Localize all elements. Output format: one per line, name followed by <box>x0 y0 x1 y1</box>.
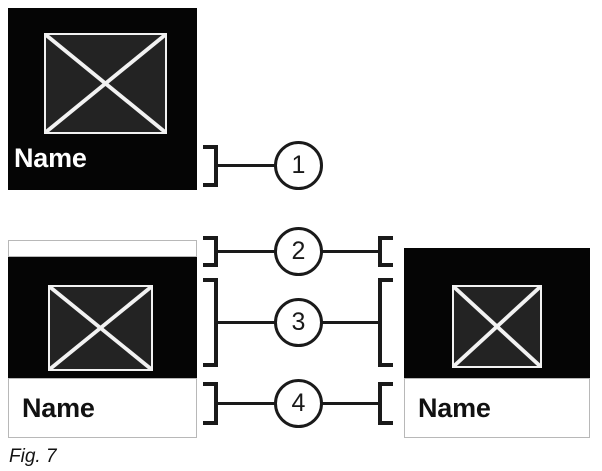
leader-line-left-callout-4 <box>216 402 276 405</box>
tile-bottom-left-namebar[interactable]: Name <box>8 378 197 438</box>
callout-2[interactable]: 2 <box>274 227 323 276</box>
leader-line-right-callout-2 <box>321 250 379 253</box>
figure-caption: Fig. 7 <box>9 446 57 467</box>
callout-1[interactable]: 1 <box>274 141 323 190</box>
tile-top-left-name: Name <box>14 143 87 173</box>
crossed-box-placeholder-icon <box>452 285 542 368</box>
callout-1-label: 1 <box>291 151 306 179</box>
bracket-right-callout-2 <box>378 236 393 267</box>
tile-bottom-right-namebar[interactable]: Name <box>404 378 590 438</box>
tile-bottom-right-name: Name <box>418 392 491 423</box>
leader-line-callout-1 <box>216 164 276 167</box>
leader-line-left-callout-3 <box>216 321 276 324</box>
bracket-right-callout-4 <box>378 382 393 425</box>
crossed-box-placeholder-icon <box>48 285 153 371</box>
tile-bottom-left-name: Name <box>22 392 95 423</box>
callout-3[interactable]: 3 <box>274 298 323 347</box>
callout-2-label: 2 <box>291 237 306 265</box>
bracket-right-callout-3 <box>378 278 393 367</box>
crossed-box-placeholder-icon <box>44 33 167 134</box>
leader-line-left-callout-2 <box>216 250 276 253</box>
leader-line-right-callout-4 <box>321 402 379 405</box>
tile-bottom-left-title-strip[interactable] <box>8 240 197 257</box>
callout-4[interactable]: 4 <box>274 379 323 428</box>
leader-line-right-callout-3 <box>321 321 379 324</box>
callout-4-label: 4 <box>291 389 306 417</box>
callout-3-label: 3 <box>291 308 306 336</box>
